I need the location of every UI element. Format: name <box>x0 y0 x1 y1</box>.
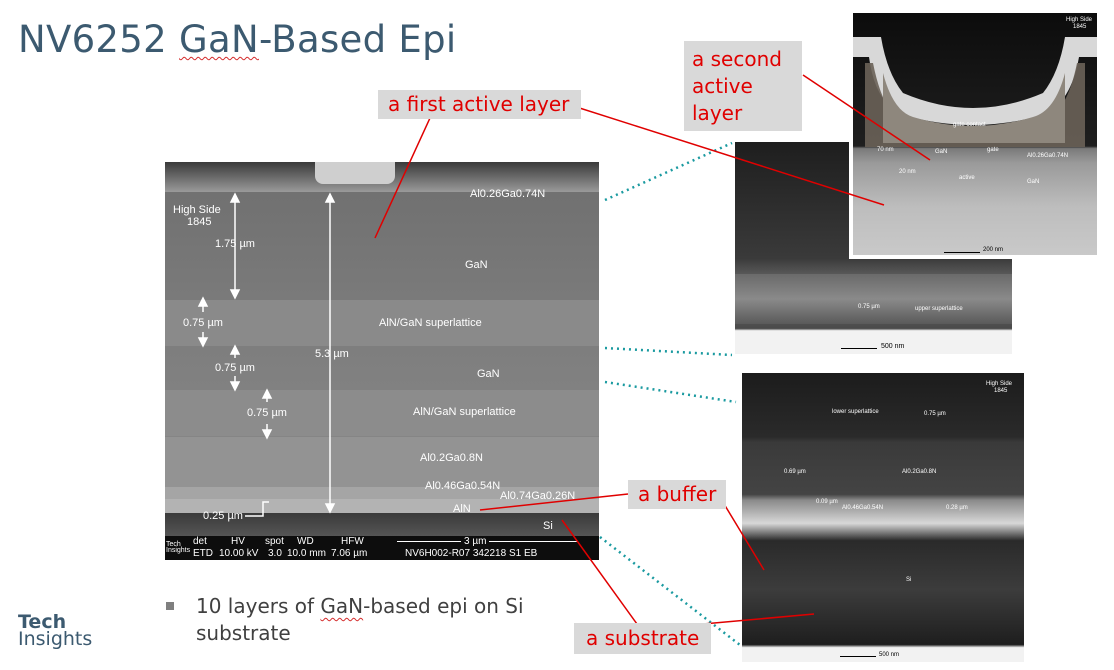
layer-label: lower superlattice <box>832 409 879 415</box>
dimension-label: 70 nm <box>877 147 894 153</box>
logo-line: Tech <box>18 611 67 633</box>
callout-first-active-layer: a first active layer <box>378 90 582 119</box>
layer-label: GaN <box>465 259 488 271</box>
layer-label: gate <box>987 147 999 153</box>
layer-label: Al0.2Ga0.8N <box>420 452 483 464</box>
info-value: 10.00 kV <box>219 548 259 559</box>
scale-label: 3 µm <box>461 536 490 547</box>
layer-label: GaN <box>477 368 500 380</box>
tem-scale-line <box>840 656 876 657</box>
tem-scale-bar <box>735 331 1012 354</box>
tem-layer-band <box>735 274 1012 324</box>
logo-line: Insights <box>18 628 93 650</box>
tem-scale-line <box>841 348 877 349</box>
sem-cross-section-image: High Side 1845 Al0.26Ga0.74N 1.75 µm GaN… <box>165 162 599 560</box>
callout-substrate: a substrate <box>574 623 712 654</box>
sem-band <box>165 300 599 346</box>
dimension-label: 0.75 µm <box>924 411 946 417</box>
info-header: det <box>193 536 207 547</box>
callout-buffer: a buffer <box>628 480 727 509</box>
sem-dimension-arrows <box>197 192 336 517</box>
sem-band <box>165 487 599 499</box>
dimension-label: 0.25 µm <box>203 510 243 522</box>
tem-gate-structure <box>853 37 1097 147</box>
layer-label: Al0.26Ga0.74N <box>1027 153 1069 159</box>
sem-info-bar: Tech Insights det ETD HV 10.00 kV spot 3… <box>165 536 599 560</box>
info-header: WD <box>297 536 314 547</box>
dimension-label: 0.75 µm <box>858 304 880 310</box>
dimension-label: 0.28 µm <box>946 505 968 511</box>
layer-label: gate contact <box>953 122 986 128</box>
dimension-label: 0.75 µm <box>215 362 255 374</box>
info-value: 3.0 <box>268 548 282 559</box>
bullet-text: 10 layers of GaN-based epi on Si substra… <box>196 594 524 645</box>
dimension-label: 0.75 µm <box>183 317 223 329</box>
sample-id-label: 1845 <box>187 216 212 228</box>
layer-label: AlN/GaN superlattice <box>413 406 516 418</box>
page-title: NV6252 GaN-Based Epi <box>18 18 457 61</box>
callout-second-active-layer: a second active layer <box>684 41 802 131</box>
brand-mark: Tech Insights <box>166 541 191 554</box>
layer-label: Al0.2Ga0.8N <box>902 469 937 475</box>
layer-label: GaN <box>1027 179 1040 185</box>
layer-label: Al0.74Ga0.26N <box>500 490 576 502</box>
dimension-label: 20 nm <box>899 169 916 175</box>
layer-label: GaN <box>935 149 948 155</box>
info-header: HFW <box>341 536 364 547</box>
info-value: 7.06 µm <box>331 548 368 559</box>
high-side-label: High Side <box>1066 17 1093 23</box>
layer-label: Al0.46Ga0.54N <box>425 480 501 492</box>
sem-band <box>165 437 599 487</box>
layer-label: upper superlattice <box>915 306 963 312</box>
sem-band <box>165 390 599 436</box>
dimension-label: 0.69 µm <box>784 469 806 475</box>
layer-label: Si <box>543 520 553 532</box>
sample-id-label: 1845 <box>1073 24 1087 30</box>
info-value: 10.0 mm <box>287 548 326 559</box>
scale-label: 500 nm <box>881 343 905 350</box>
sem-band <box>165 513 599 536</box>
info-header: spot <box>265 536 284 547</box>
sample-id-label: 1845 <box>994 388 1008 394</box>
layer-label: Al0.46Ga0.54N <box>842 505 884 511</box>
image-id: NV6H002-R07 342218 S1 EB <box>405 548 538 559</box>
info-value: ETD <box>193 548 213 559</box>
scale-label: 200 nm <box>983 247 1004 253</box>
layer-label: AlN/GaN superlattice <box>379 317 482 329</box>
layer-label: Si <box>906 577 912 583</box>
info-header: HV <box>231 536 245 547</box>
tem-buffer-substrate-image: High Side 1845 lower superlattice 0.75 µ… <box>742 373 1024 662</box>
sem-top-bump <box>315 162 395 184</box>
dimension-label: 0.09 µm <box>816 499 838 505</box>
scale-label: 500 nm <box>879 652 900 658</box>
high-side-label: High Side <box>173 204 221 216</box>
dimension-label: 0.75 µm <box>247 407 287 419</box>
techinsights-logo: Tech Insights <box>18 611 93 650</box>
high-side-label: High Side <box>986 381 1013 387</box>
dimension-label: 5.3 µm <box>315 348 349 360</box>
tem-scale-line <box>944 252 980 253</box>
layer-label: active <box>959 175 975 181</box>
layer-label: Al0.26Ga0.74N <box>470 188 546 200</box>
layer-label: AlN <box>453 503 471 515</box>
bullet-marker-icon <box>166 602 174 610</box>
